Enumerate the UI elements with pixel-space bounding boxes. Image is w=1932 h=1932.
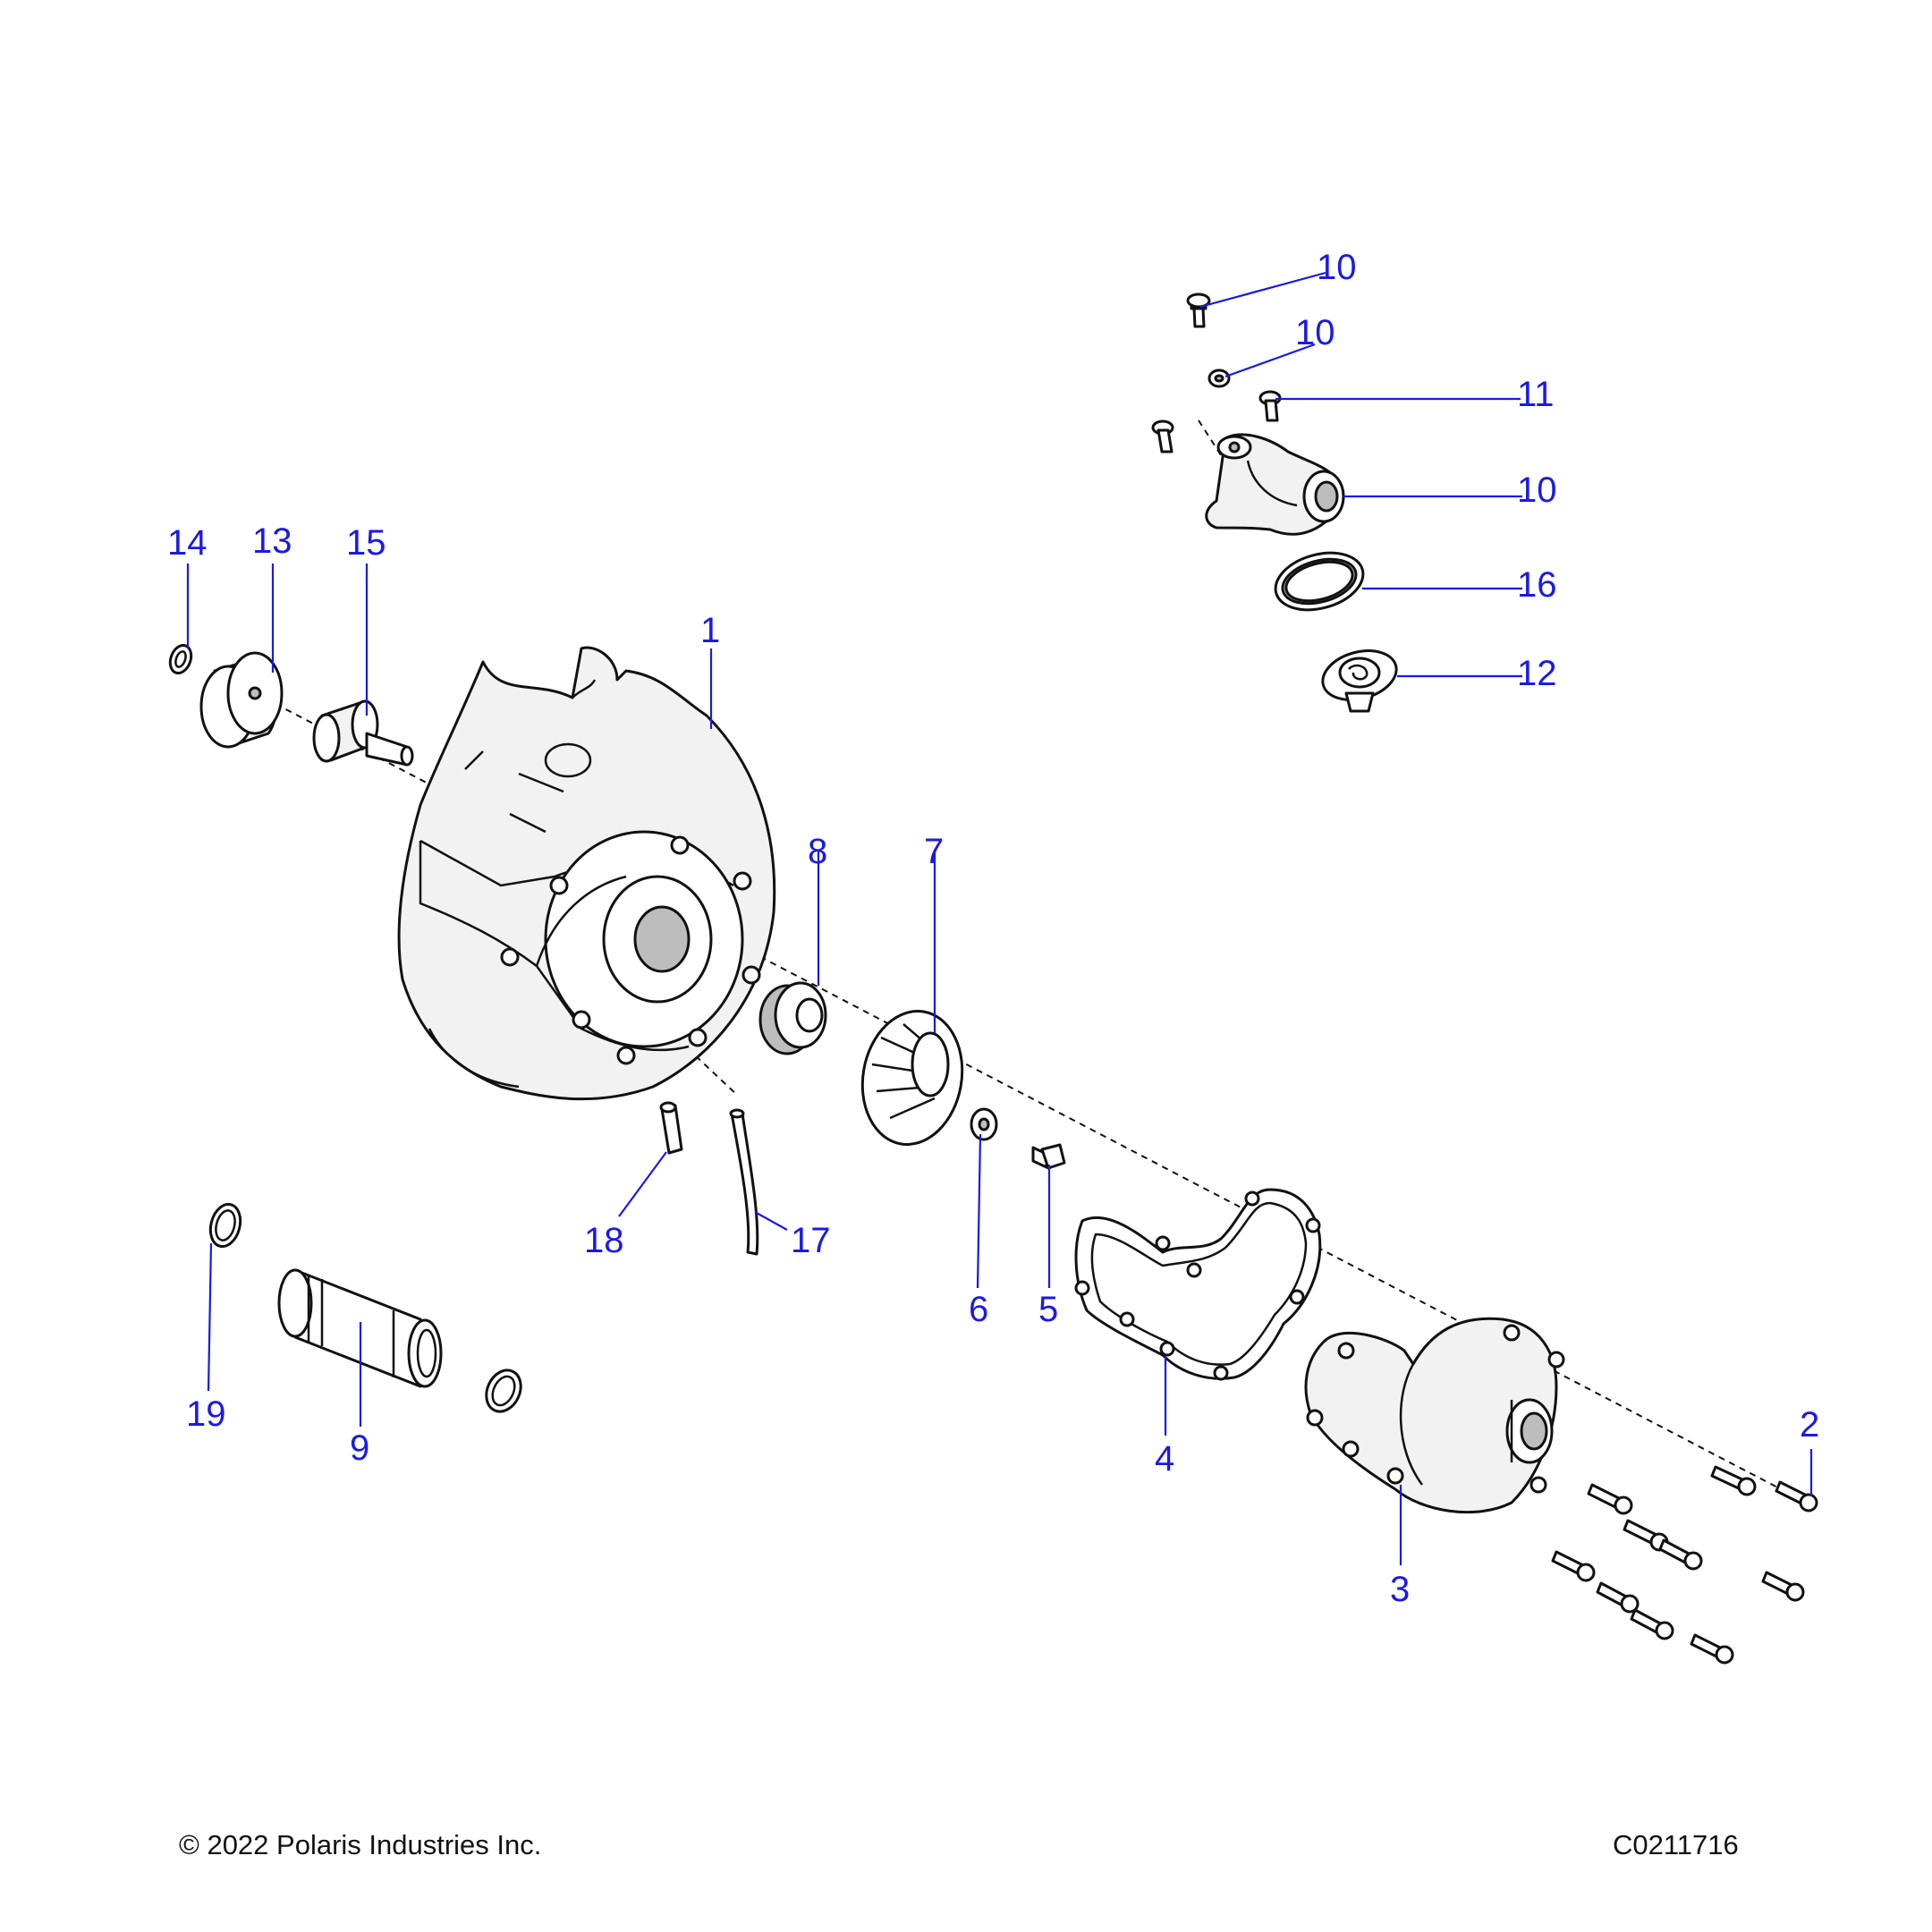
callout-14: 14 <box>167 523 208 563</box>
impeller-washer <box>970 1107 998 1141</box>
impeller <box>860 1010 964 1146</box>
callout-1: 1 <box>700 611 720 650</box>
thermostat-bolt-left <box>1151 419 1174 453</box>
callout-19: 19 <box>186 1394 226 1434</box>
callout-8: 8 <box>808 832 827 871</box>
tube-o-ring <box>485 1368 522 1413</box>
callout-2: 2 <box>1800 1405 1819 1445</box>
thermostat-bolt-right <box>1258 390 1282 422</box>
thermostat-washer <box>1208 369 1231 388</box>
callout-9: 9 <box>350 1428 369 1468</box>
thermostat-bolt-top <box>1186 292 1211 328</box>
thermostat-housing <box>1205 433 1345 536</box>
callout-15: 15 <box>346 523 386 563</box>
small-o-ring <box>168 644 193 674</box>
pump-seal <box>758 981 827 1055</box>
callout-10-housing: 10 <box>1517 470 1557 510</box>
callout-18: 18 <box>584 1221 624 1260</box>
thermostat-seal-ring <box>1274 551 1365 612</box>
callout-4: 4 <box>1155 1439 1174 1479</box>
callout-5: 5 <box>1038 1290 1058 1329</box>
impeller-bolt <box>1031 1143 1066 1170</box>
pump-gasket <box>1074 1188 1322 1381</box>
callout-labels: 1 2 3 4 5 6 7 8 9 10 10 10 11 12 13 14 1… <box>167 248 1819 1609</box>
callout-3: 3 <box>1390 1570 1410 1609</box>
callout-7: 7 <box>924 832 944 871</box>
dowel-pin <box>659 1101 683 1155</box>
callout-12: 12 <box>1517 654 1557 693</box>
copyright-notice: © 2022 Polaris Industries Inc. <box>179 1829 542 1860</box>
bypass-hose <box>729 1108 759 1256</box>
diagram-code: C0211716 <box>1613 1829 1739 1860</box>
callout-13: 13 <box>252 521 292 561</box>
thermostat <box>1321 649 1398 713</box>
leader-lines <box>186 271 1813 1565</box>
shaft-bearing <box>312 699 414 767</box>
large-o-ring <box>208 1202 242 1249</box>
callout-16: 16 <box>1517 565 1557 605</box>
callout-17: 17 <box>791 1221 831 1260</box>
callout-11: 11 <box>1517 375 1555 414</box>
spacer-disc <box>199 651 284 749</box>
callout-10-middle: 10 <box>1295 313 1335 352</box>
pump-bolt-set <box>1551 1465 1818 1665</box>
pump-body <box>1304 1317 1565 1514</box>
coolant-tube <box>277 1268 443 1388</box>
callout-10-top: 10 <box>1317 248 1357 287</box>
callout-6: 6 <box>969 1290 988 1329</box>
pump-housing-cover <box>397 646 776 1101</box>
